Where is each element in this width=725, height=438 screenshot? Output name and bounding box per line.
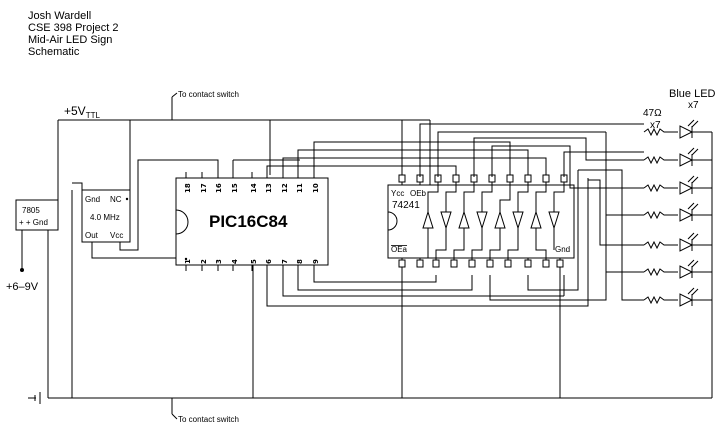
contact-switch-bottom-label: To contact switch [178,415,239,424]
contact-switch-top-label: To contact switch [178,90,239,99]
led [679,232,712,252]
power-rail: +5VTTL To contact switch [57,90,431,205]
osc-vcc: Vcc [110,231,123,240]
mcu-top-pin: 17 [200,183,208,193]
driver-vcc: Ycc [391,189,404,198]
regulator-pins: + + Gnd [19,218,48,227]
driver-gnd: Gnd [555,245,570,254]
ground-rail: To contact switch [28,132,713,424]
mcu-bottom-pin: 9 [312,259,320,264]
resistor-value: 47Ω [643,108,662,119]
rail-label: +5VTTL [64,104,100,120]
oscillator: Gnd NC 4.0 MHz Out Vcc [71,159,219,398]
mcu-top-traces [232,141,547,177]
mcu-top-pin: 10 [312,183,320,193]
mcu-bottom-pin: 6 [265,259,273,264]
mcu-top-pin: 14 [250,183,258,193]
output-traces [419,123,644,301]
mcu-bottom-pin: 5 [250,259,258,264]
mcu-bottom-pin: 7 [281,259,289,264]
mcu-bottom-pin: 8 [296,259,304,264]
led [679,202,712,222]
led-bank: Blue LED x7 [669,88,716,307]
driver-oea: OEa [391,245,408,254]
led [679,259,712,279]
osc-out: Out [85,231,99,240]
driver-oeb: OEb [410,189,427,198]
mcu-top-pins: 18 17 16 15 14 13 12 11 10 [184,183,320,193]
mcu-pic16c84: PIC16C84 18 17 16 15 14 13 12 11 10 1 2 … [175,172,329,271]
author-text: Josh Wardell [28,10,91,22]
osc-freq: 4.0 MHz [90,213,120,222]
driver-pin-pads [398,174,568,268]
regulator-7805: 7805 + + Gnd +6–9V [6,199,59,398]
mcu-top-pin: 18 [184,183,192,193]
led [679,119,712,139]
course-text: CSE 398 Project 2 [28,22,119,34]
mcu-top-pin: 11 [296,183,304,193]
resistor-count: x7 [650,120,661,131]
mcu-part: PIC16C84 [209,212,288,231]
osc-nc: NC [110,195,122,204]
mcu-top-pin: 15 [231,183,239,193]
osc-gnd: Gnd [85,195,100,204]
input-voltage: +6–9V [6,281,39,293]
buffer-gates [422,185,565,258]
mcu-bottom-pin: 3 [215,259,223,264]
led-count: x7 [688,100,699,111]
sheet-text: Schematic [28,46,80,58]
driver-part: 74241 [392,200,420,211]
led [679,175,712,195]
led [679,287,712,307]
led [679,147,712,167]
mcu-top-pin: 13 [265,183,273,193]
mcu-bottom-pin: 1 [184,259,192,264]
led-label: Blue LED [669,88,716,100]
mcu-bottom-pin: 4 [231,259,239,264]
mcu-bottom-pins: 1 2 3 4 5 6 7 8 9 [184,259,320,264]
mcu-bottom-traces [266,170,607,307]
project-text: Mid-Air LED Sign [28,34,112,46]
title-block: Josh Wardell CSE 398 Project 2 Mid-Air L… [28,10,119,58]
mcu-bottom-pin: 2 [200,259,208,264]
regulator-part: 7805 [22,206,40,215]
mcu-top-pin: 12 [281,183,289,193]
driver-74241: Ycc OEb 74241 OEa Gnd [387,174,575,268]
mcu-top-pin: 16 [215,183,223,193]
resistor-bank: 47Ω x7 [643,108,678,305]
